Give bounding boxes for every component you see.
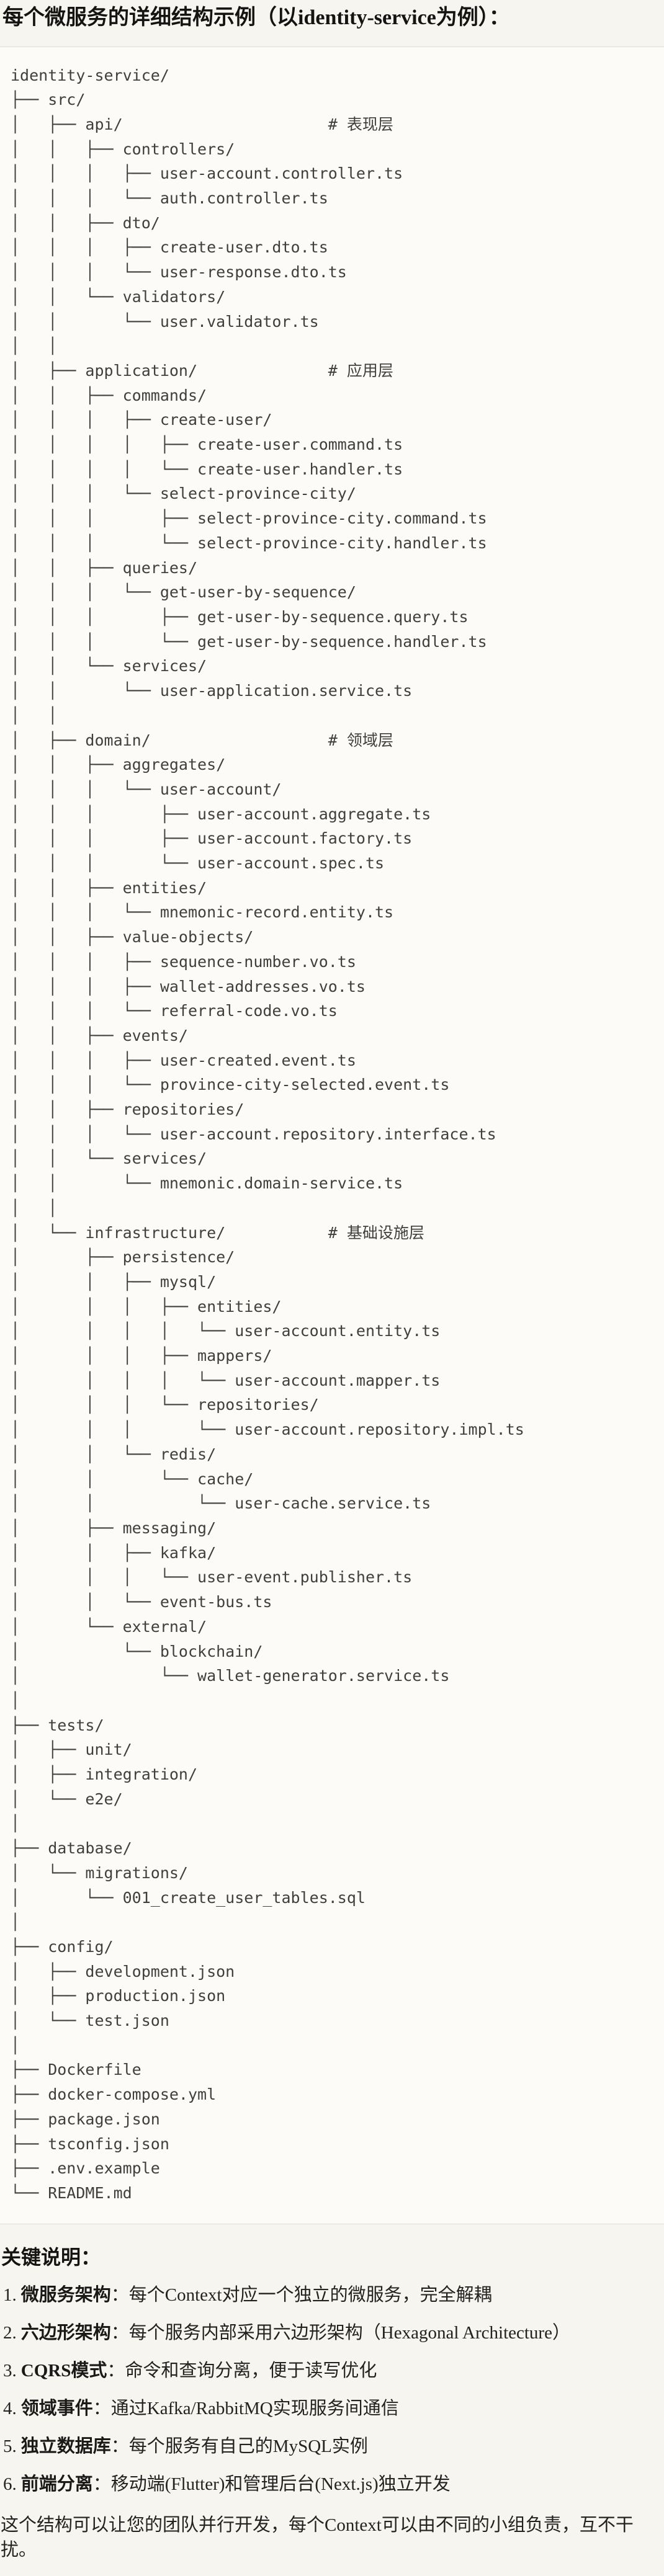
list-item-number: 6. xyxy=(3,2474,17,2495)
list-item-number: 5. xyxy=(3,2436,17,2457)
list-item-separator: ： xyxy=(92,2474,111,2495)
list-item-term: 领域事件 xyxy=(20,2399,93,2419)
list-item-separator: ： xyxy=(107,2361,125,2381)
list-item-number: 3. xyxy=(3,2361,17,2381)
list-item: 4.领域事件：通过Kafka/RabbitMQ实现服务间通信 xyxy=(3,2396,664,2421)
page-title: 每个微服务的详细结构示例（以identity-service为例）： xyxy=(2,6,510,29)
list-item: 1.微服务架构：每个Context对应一个独立的微服务，完全解耦 xyxy=(3,2283,664,2307)
list-item-term: CQRS模式 xyxy=(20,2361,107,2381)
list-item: 5.独立数据库：每个服务有自己的MySQL实例 xyxy=(3,2434,664,2459)
notes-list: 1.微服务架构：每个Context对应一个独立的微服务，完全解耦 2.六边形架构… xyxy=(0,2283,664,2497)
list-item-number: 4. xyxy=(3,2399,17,2419)
list-item-separator: ： xyxy=(110,2323,129,2343)
list-item-separator: ： xyxy=(92,2399,111,2419)
list-item-text: 移动端(Flutter)和管理后台(Next.js)独立开发 xyxy=(110,2474,451,2495)
closing-paragraph: 这个结构可以让您的团队并行开发，每个Context可以由不同的小组负责，互不干扰… xyxy=(1,2515,634,2560)
list-item-term: 微服务架构 xyxy=(20,2285,111,2306)
list-item-separator: ： xyxy=(110,2436,129,2457)
list-item-term: 六边形架构 xyxy=(20,2323,111,2343)
notes-heading: 关键说明： xyxy=(1,2245,101,2268)
list-item-separator: ： xyxy=(110,2285,129,2306)
list-item: 2.六边形架构：每个服务内部采用六边形架构（Hexagonal Architec… xyxy=(3,2320,664,2345)
list-item: 3.CQRS模式：命令和查询分离，便于读写优化 xyxy=(3,2358,664,2383)
list-item-term: 前端分离 xyxy=(20,2474,93,2495)
list-item-text: 通过Kafka/RabbitMQ实现服务间通信 xyxy=(110,2399,399,2419)
list-item-number: 2. xyxy=(3,2323,17,2343)
directory-tree: identity-service/ ├── src/ │ ├── api/ # … xyxy=(11,66,524,2202)
list-item-term: 独立数据库 xyxy=(20,2436,111,2457)
list-item-text: 每个服务有自己的MySQL实例 xyxy=(128,2436,368,2457)
list-item: 6.前端分离：移动端(Flutter)和管理后台(Next.js)独立开发 xyxy=(3,2472,664,2497)
list-item-text: 每个Context对应一个独立的微服务，完全解耦 xyxy=(128,2285,492,2306)
code-block: identity-service/ ├── src/ │ ├── api/ # … xyxy=(0,46,664,2224)
list-item-text: 每个服务内部采用六边形架构（Hexagonal Architecture） xyxy=(128,2323,570,2343)
list-item-text: 命令和查询分离，便于读写优化 xyxy=(125,2361,377,2381)
list-item-number: 1. xyxy=(3,2285,17,2306)
